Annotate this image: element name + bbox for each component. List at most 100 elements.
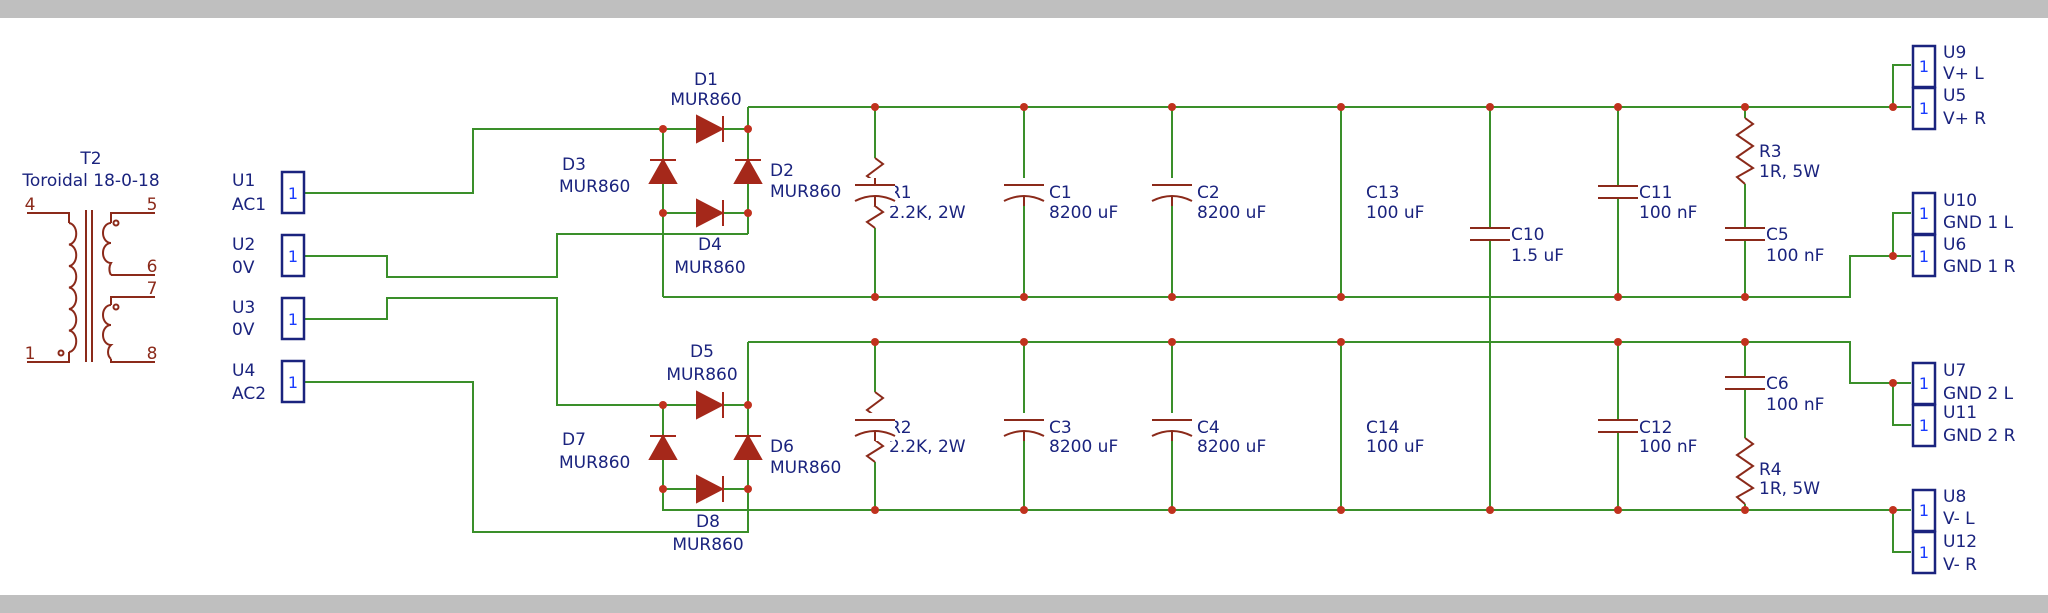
r4-ref: R4 (1759, 460, 1782, 480)
u10-pin: 1 (1919, 204, 1929, 223)
diode-d5: D5 MUR860 (666, 342, 738, 420)
connector-u11: 1 U11 GND 2 R (1911, 403, 2016, 448)
c1-value: 8200 uF (1049, 203, 1118, 223)
c2-value: 8200 uF (1197, 203, 1266, 223)
connector-u1: 1 U1 AC1 (232, 170, 306, 215)
capacitor-c3: C3 8200 uF (854, 413, 1118, 457)
t2-pin-1: 1 (25, 344, 36, 364)
c5-value: 100 nF (1766, 246, 1824, 266)
r3-value: 1R, 5W (1759, 162, 1820, 182)
u11-value: GND 2 R (1943, 426, 2016, 446)
diode-d3: D3 MUR860 (559, 155, 678, 197)
u8-value: V- L (1943, 509, 1975, 529)
top-border-bar (0, 0, 2048, 18)
c2-ref: C2 (1197, 183, 1220, 203)
r3-ref: R3 (1759, 142, 1782, 162)
u11-ref: U11 (1943, 403, 1977, 423)
t2-pin-6: 6 (147, 257, 158, 277)
d5-value: MUR860 (666, 365, 737, 385)
wires (294, 64, 1911, 553)
u10-ref: U10 (1943, 191, 1977, 211)
d2-ref: D2 (770, 161, 794, 181)
bottom-border-bar (0, 595, 2048, 613)
d5-ref: D5 (690, 342, 714, 362)
transformer-t2: T2 Toroidal 18-0-18 4 5 6 7 1 8 (21, 149, 159, 364)
r1-value: 2.2K, 2W (889, 203, 966, 223)
t2-pin-8: 8 (147, 344, 158, 364)
connector-u12: 1 U12 V- R (1911, 530, 1977, 575)
diode-d1: D1 MUR860 (670, 70, 742, 144)
connector-u3: 1 U3 0V (232, 296, 306, 341)
connector-u10: 1 U10 GND 1 L (1911, 191, 2014, 236)
u7-value: GND 2 L (1943, 384, 2014, 404)
u10-value: GND 1 L (1943, 213, 2014, 233)
capacitor-c12: C12 100 nF (1598, 418, 1697, 457)
connector-u6: 1 U6 GND 1 R (1911, 233, 2016, 278)
c14-value: 100 uF (1366, 437, 1424, 457)
u9-pin: 1 (1919, 57, 1929, 76)
t2-value: Toroidal 18-0-18 (21, 171, 159, 191)
c5-ref: C5 (1766, 225, 1789, 245)
u9-value: V+ L (1943, 64, 1984, 84)
d3-value: MUR860 (559, 177, 630, 197)
u6-pin: 1 (1919, 247, 1929, 266)
d7-ref: D7 (562, 430, 586, 450)
t2-ref: T2 (79, 149, 101, 169)
capacitor-c11: C11 100 nF (1598, 183, 1697, 223)
d6-ref: D6 (770, 437, 794, 457)
u7-ref: U7 (1943, 361, 1966, 381)
diode-d2: D2 MUR860 (733, 157, 841, 202)
connector-u7: 1 U7 GND 2 L (1911, 361, 2014, 406)
connector-u9: 1 U9 V+ L (1911, 43, 1984, 89)
capacitor-c5: C5 100 nF (1725, 225, 1824, 266)
u1-pin: 1 (288, 184, 298, 203)
c6-value: 100 nF (1766, 395, 1824, 415)
u2-value: 0V (232, 258, 255, 278)
c12-value: 100 nF (1639, 437, 1697, 457)
c1-ref-text: C1 (1049, 183, 1072, 203)
c10-ref: C10 (1511, 225, 1545, 245)
connector-u4: 1 U4 AC2 (232, 359, 306, 404)
u11-pin: 1 (1919, 416, 1929, 435)
u2-ref: U2 (232, 235, 255, 255)
c4-value: 8200 uF (1197, 437, 1266, 457)
t2-pin-4: 4 (25, 195, 36, 215)
resistor-r3: R3 1R, 5W (1735, 117, 1820, 185)
d4-value: MUR860 (674, 258, 745, 278)
d4-ref: D4 (698, 235, 722, 255)
connector-u8: 1 U8 V- L (1911, 487, 1975, 533)
c10-value: 1.5 uF (1511, 246, 1564, 266)
t2-pin-7: 7 (147, 279, 158, 299)
u9-ref: U9 (1943, 43, 1966, 63)
c4-ref: C4 (1197, 418, 1220, 438)
d1-value: MUR860 (670, 90, 741, 110)
capacitor-c10: C10 1.5 uF (1470, 225, 1564, 266)
c13-ref: C13 (1366, 183, 1400, 203)
r2-value: 2.2K, 2W (889, 437, 966, 457)
d8-ref: D8 (696, 512, 720, 532)
u3-pin: 1 (288, 310, 298, 329)
d3-ref: D3 (562, 155, 586, 175)
u1-ref: U1 (232, 171, 255, 191)
u4-value: AC2 (232, 384, 266, 404)
u4-pin: 1 (288, 373, 298, 392)
c11-ref: C11 (1639, 183, 1673, 203)
r4-value: 1R, 5W (1759, 479, 1820, 499)
c6-ref: C6 (1766, 374, 1789, 394)
connector-u2: 1 U2 0V (232, 233, 306, 278)
c3-value: 8200 uF (1049, 437, 1118, 457)
d8-value: MUR860 (672, 535, 743, 555)
u3-value: 0V (232, 320, 255, 340)
diode-d4: D4 MUR860 (674, 198, 746, 278)
c14-ref: C14 (1366, 418, 1400, 438)
u4-ref: U4 (232, 361, 255, 381)
t2-pin-5: 5 (147, 195, 158, 215)
capacitor-c13: C13 100 uF (1151, 178, 1424, 223)
junctions (659, 103, 1897, 514)
u5-ref: U5 (1943, 86, 1966, 106)
diode-d6: D6 MUR860 (733, 433, 841, 478)
u12-pin: 1 (1919, 543, 1929, 562)
connector-u5: 1 U5 V+ R (1911, 86, 1986, 131)
u8-pin: 1 (1919, 501, 1929, 520)
